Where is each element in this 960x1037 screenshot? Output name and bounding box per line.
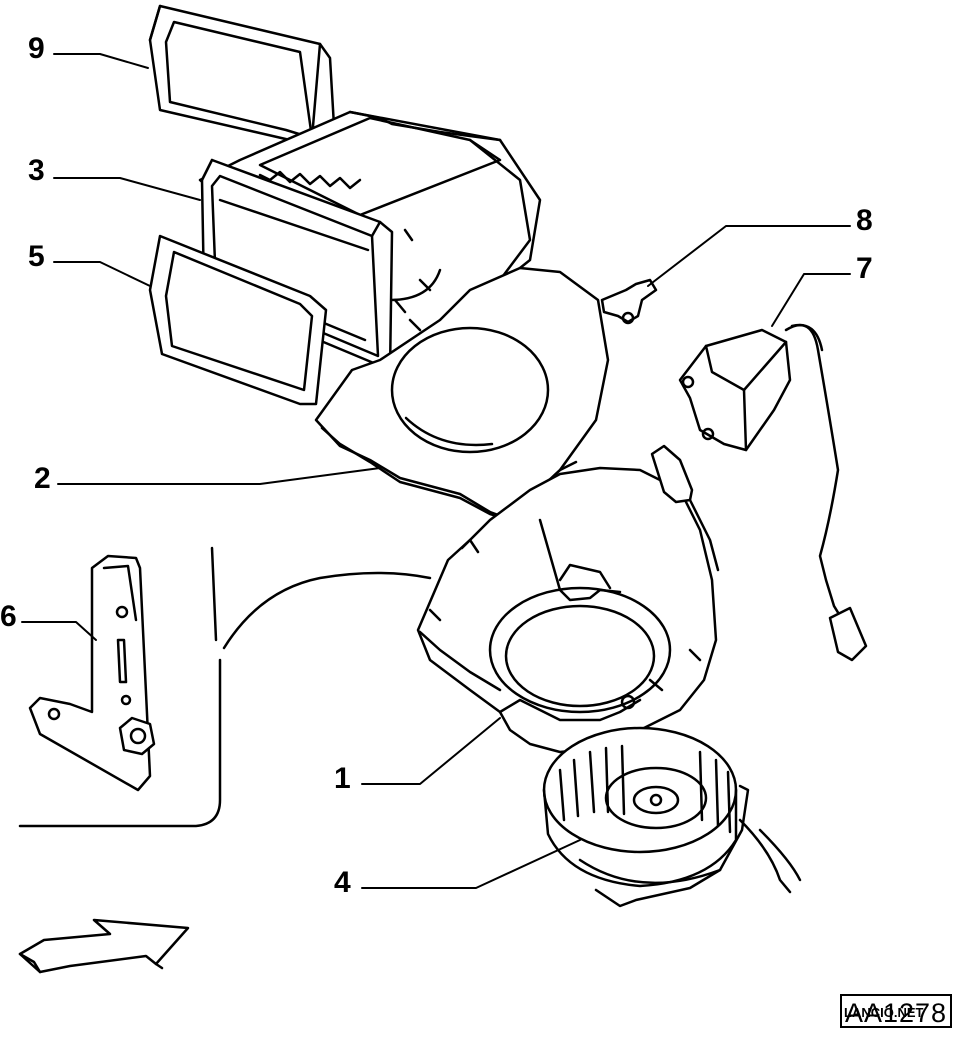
callout-part-4: 4 bbox=[334, 866, 351, 899]
callout-part-8: 8 bbox=[856, 204, 873, 237]
connector-pin-part-8 bbox=[600, 278, 658, 325]
resistor-part-7 bbox=[678, 323, 868, 662]
watermark-text: LANCIO.NET bbox=[844, 1005, 924, 1020]
seal-gasket-part-5 bbox=[148, 234, 328, 406]
bulkhead-outline bbox=[18, 546, 432, 828]
reference-code: AA1278 bbox=[844, 998, 948, 1028]
callout-part-1: 1 bbox=[334, 762, 351, 795]
leader-lines bbox=[21, 53, 851, 889]
blower-housing-part-1 bbox=[416, 444, 720, 754]
callout-part-9: 9 bbox=[28, 32, 45, 65]
mounting-bracket-part-6 bbox=[28, 554, 156, 792]
direction-arrow bbox=[18, 918, 190, 974]
callout-part-5: 5 bbox=[28, 240, 45, 273]
callout-part-2: 2 bbox=[34, 462, 51, 495]
blower-fan-part-4 bbox=[542, 726, 802, 908]
reference-code-box: AA1278 LANCIO.NET bbox=[840, 994, 952, 1028]
callout-part-7: 7 bbox=[856, 252, 873, 285]
callout-part-6: 6 bbox=[0, 600, 17, 633]
callout-part-3: 3 bbox=[28, 154, 45, 187]
filter-frame-part-9 bbox=[148, 4, 338, 166]
